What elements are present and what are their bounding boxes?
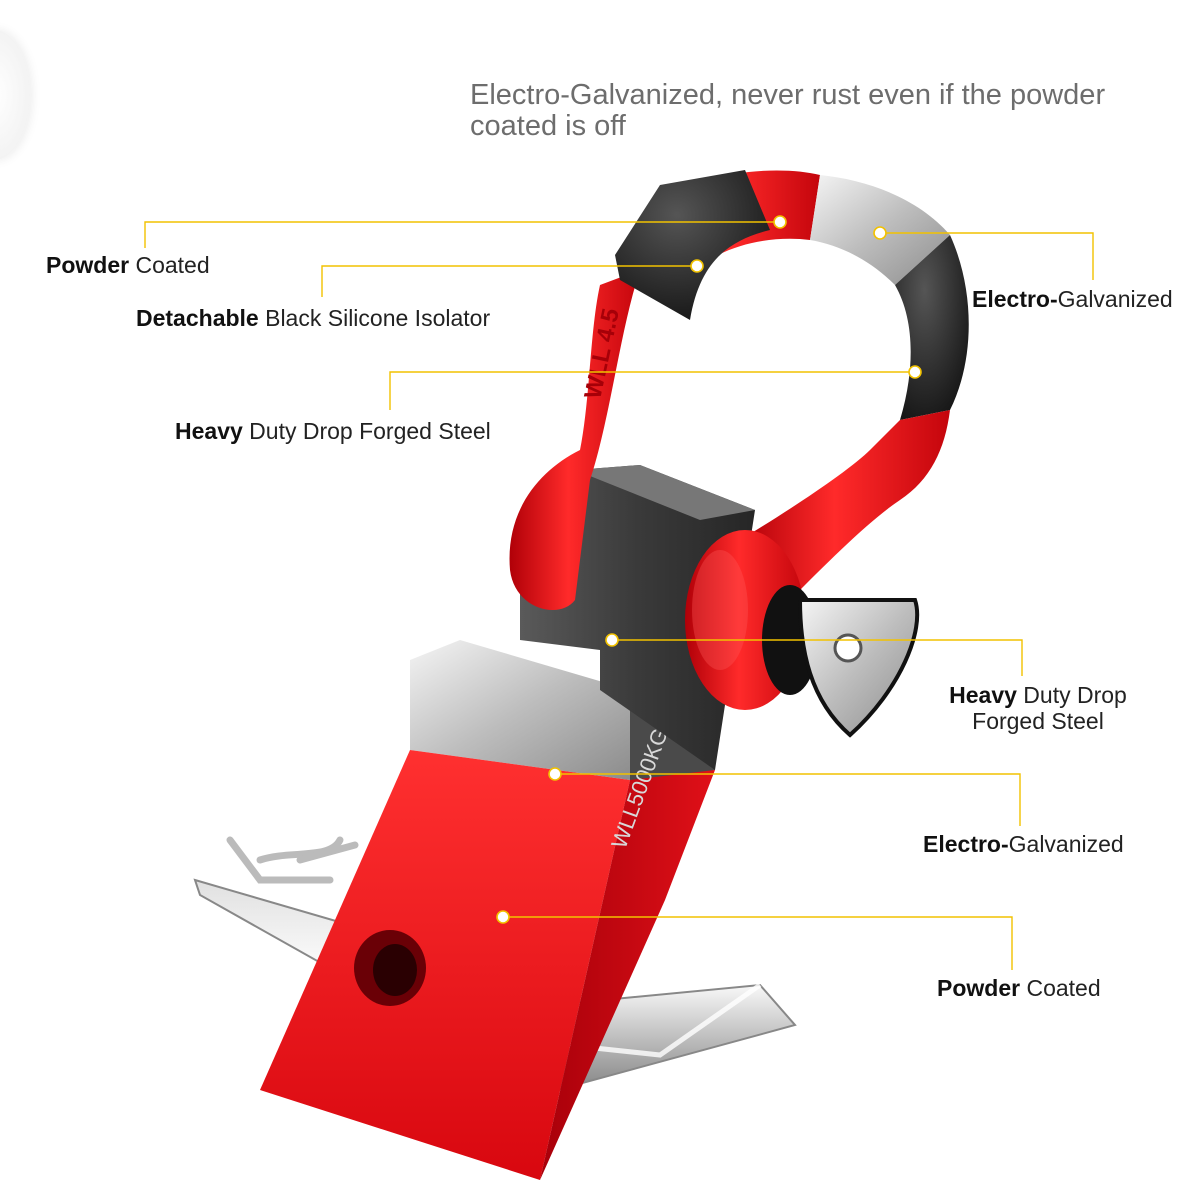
callout-silicone-isolator: Detachable Black Silicone Isolator [136,305,490,331]
dot-drop-forged-top [908,365,922,379]
callout-text: Galvanized [1008,831,1124,857]
callout-lines [144,221,1094,970]
callout-text-line2: Forged Steel [972,708,1104,734]
callout-powder-coated-top: Powder Coated [46,252,210,278]
leader-galvanized-right [555,773,1021,826]
leader-galvanized-top [880,232,1094,280]
dot-galvanized-right [548,767,562,781]
callout-bold: Electro- [923,831,1009,857]
callout-bold: Powder [937,975,1021,1001]
leader-drop-forged-top [389,371,915,410]
dot-galvanized-top [873,226,887,240]
leader-powder-coated-top [144,221,780,248]
callout-text: Duty Drop [1016,682,1127,708]
callout-galvanized-top: Electro-Galvanized [972,286,1173,312]
dot-powder-coated-bottom [496,910,510,924]
callout-bold: Heavy [949,682,1017,708]
callout-galvanized-right: Electro-Galvanized [923,831,1124,857]
callout-text: Black Silicone Isolator [258,305,491,331]
headline: Electro-Galvanized, never rust even if t… [470,79,1106,142]
leader-powder-coated-bottom [503,916,1013,970]
callout-text: Coated [1020,975,1101,1001]
callout-text: Duty Drop Forged Steel [242,418,491,444]
dot-silicone-isolator [690,259,704,273]
callout-bold: Heavy [175,418,243,444]
dot-powder-coated-top [773,215,787,229]
leader-drop-forged-right [612,639,1023,676]
callout-bold: Electro- [972,286,1058,312]
leader-silicone-isolator [321,265,697,297]
d-ring-shackle [509,170,969,738]
callout-powder-coated-bottom: Powder Coated [937,975,1101,1001]
callout-text: Coated [129,252,210,278]
callout-text: Galvanized [1057,286,1173,312]
callout-bold: Detachable [136,305,259,331]
callout-drop-forged-top: Heavy Duty Drop Forged Steel [175,418,491,444]
callout-bold: Powder [46,252,130,278]
dot-drop-forged-right [605,633,619,647]
spring-clip [226,836,359,884]
callout-dots [496,215,922,924]
